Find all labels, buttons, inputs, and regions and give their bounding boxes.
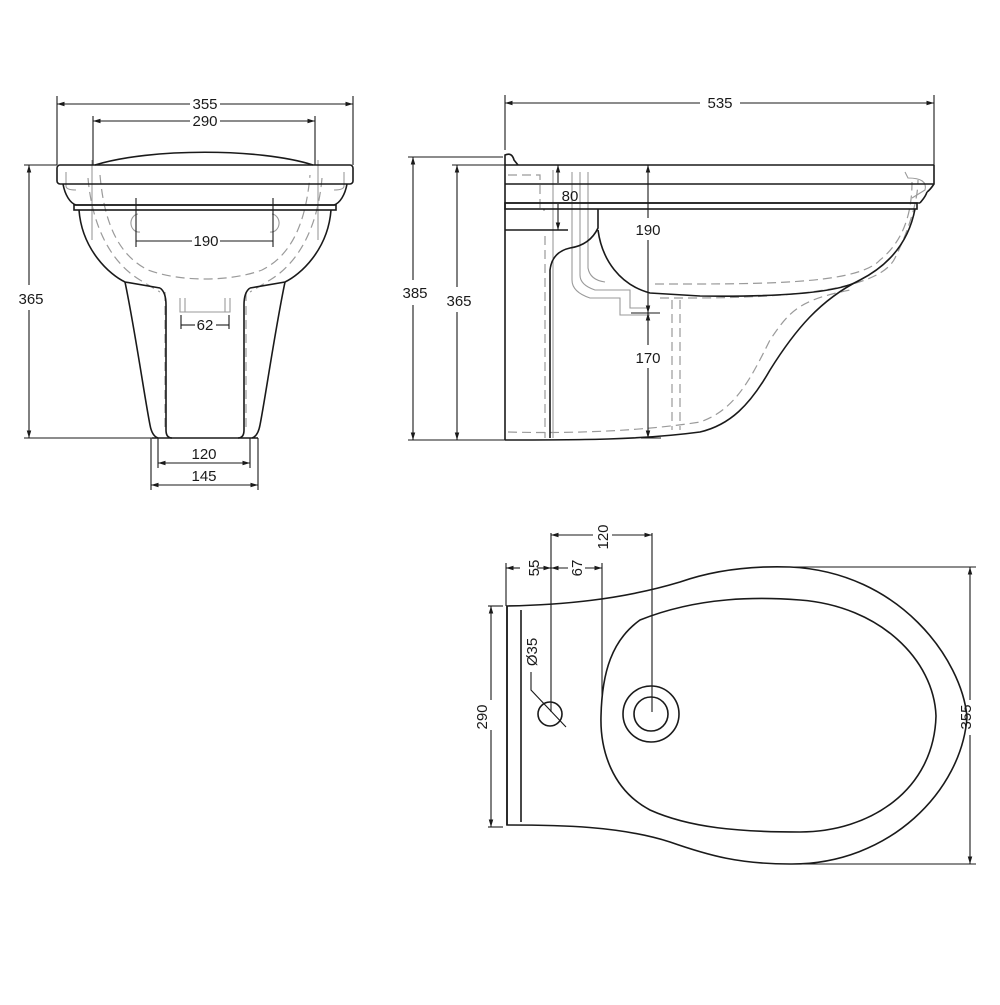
dim-side-waste-to-floor: 170 (635, 350, 660, 367)
dim-plan-tap-to-bowl: 67 (569, 560, 586, 577)
dim-front-fixing-centres: 190 (193, 233, 218, 250)
plan-view-outline (506, 566, 968, 865)
plan-view-dimensions: 55 67 120 Ø35 290 355 (474, 524, 976, 865)
dim-side-overall-height: 385 (402, 285, 427, 302)
front-view-outline (56, 151, 354, 439)
dim-plan-wall-to-tap: 55 (526, 560, 543, 577)
side-view-dimensions: 535 385 365 80 190 170 (402, 95, 935, 441)
front-view-hidden-lines (65, 160, 345, 432)
front-view: 355 290 190 62 365 120 (18, 96, 354, 490)
waste-outer-ring (622, 685, 680, 743)
dim-plan-overall-width: 355 (958, 704, 975, 729)
waste-hole (633, 696, 669, 732)
dim-plan-tap-to-waste: 120 (595, 524, 612, 549)
dim-front-overall-height: 365 (18, 291, 43, 308)
side-view: 535 385 365 80 190 170 (402, 95, 935, 441)
dim-front-rim-width: 290 (192, 113, 217, 130)
dim-side-overall-depth: 535 (707, 95, 732, 112)
side-view-outline (504, 153, 935, 441)
dim-front-waste-width: 62 (197, 317, 214, 334)
tap-hole (537, 701, 563, 727)
dim-side-body-height: 365 (446, 293, 471, 310)
side-view-hidden-lines (507, 170, 926, 438)
dim-plan-back-width: 290 (474, 704, 491, 729)
dim-front-foot-outer-width: 145 (191, 468, 216, 485)
dim-plan-tap-hole-diameter: Ø35 (524, 638, 541, 666)
dim-side-rim-to-waste: 190 (635, 222, 660, 239)
dim-front-overall-width: 355 (192, 96, 217, 113)
plan-view: 55 67 120 Ø35 290 355 (474, 524, 976, 865)
dim-front-foot-inner-width: 120 (191, 446, 216, 463)
front-view-dimensions: 355 290 190 62 365 120 (18, 96, 354, 490)
dim-side-rim-to-fixing: 80 (562, 188, 579, 205)
